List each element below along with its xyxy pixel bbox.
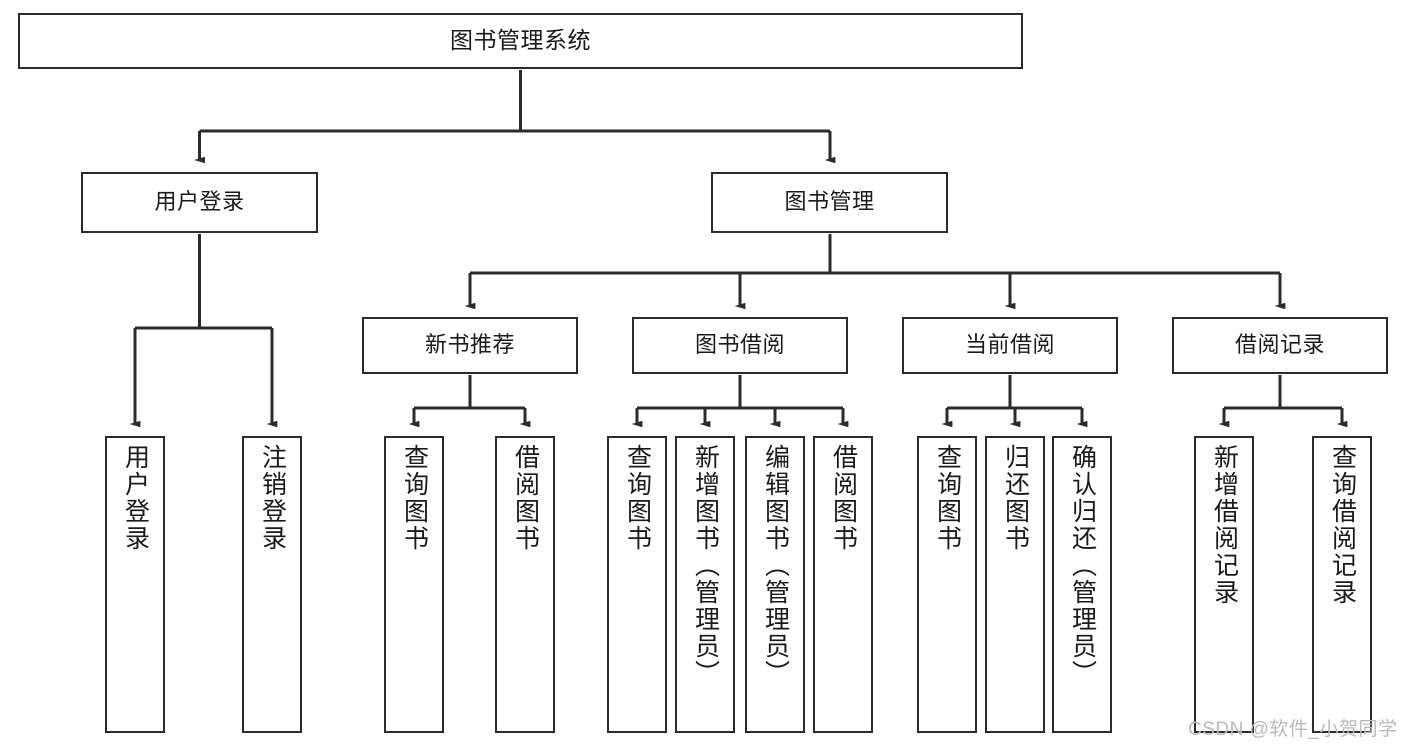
- node-label: 借阅图书: [511, 444, 540, 552]
- node-label: 查询图书: [623, 444, 652, 552]
- leaf-new-book-query-books[interactable]: 查询图书: [384, 436, 444, 733]
- node-label: 借阅图书: [829, 444, 858, 552]
- node-label: 图书借阅: [694, 332, 785, 358]
- node-current-borrowing[interactable]: 当前借阅: [902, 317, 1118, 374]
- node-label: 新增图书（管理员）: [691, 444, 720, 687]
- leaf-book-borrow-add-book-admin[interactable]: 新增图书（管理员）: [675, 436, 735, 733]
- csdn-watermark: CSDN @软件_小贺同学: [1188, 719, 1398, 740]
- node-label: 归还图书: [1001, 444, 1030, 552]
- leaf-user-login-logout[interactable]: 注销登录: [242, 436, 302, 733]
- leaf-new-book-borrow-books[interactable]: 借阅图书: [495, 436, 555, 733]
- node-borrowing-records[interactable]: 借阅记录: [1172, 317, 1388, 374]
- node-label: 查询借阅记录: [1328, 444, 1357, 606]
- leaf-book-borrow-edit-book-admin[interactable]: 编辑图书（管理员）: [745, 436, 805, 733]
- leaf-current-borrow-confirm-return-admin[interactable]: 确认归还（管理员）: [1052, 436, 1112, 733]
- node-label: 查询图书: [400, 444, 429, 552]
- node-label: 用户登录: [154, 189, 245, 215]
- node-label: 编辑图书（管理员）: [761, 444, 790, 687]
- node-book-management[interactable]: 图书管理: [711, 172, 948, 233]
- leaf-current-borrow-query-books[interactable]: 查询图书: [917, 436, 977, 733]
- leaf-book-borrow-borrow-books[interactable]: 借阅图书: [813, 436, 873, 733]
- node-label: 新书推荐: [424, 332, 515, 358]
- leaf-borrow-record-add-record[interactable]: 新增借阅记录: [1194, 436, 1254, 733]
- node-label: 新增借阅记录: [1210, 444, 1239, 606]
- node-label: 确认归还（管理员）: [1068, 444, 1097, 687]
- node-label: 图书管理: [784, 189, 875, 215]
- node-label: 当前借阅: [964, 332, 1055, 358]
- leaf-user-login-login[interactable]: 用户登录: [105, 436, 165, 733]
- leaf-current-borrow-return-books[interactable]: 归还图书: [985, 436, 1045, 733]
- leaf-borrow-record-query-record[interactable]: 查询借阅记录: [1312, 436, 1372, 733]
- node-label: 注销登录: [258, 444, 287, 552]
- node-root-book-management-system[interactable]: 图书管理系统: [18, 13, 1023, 69]
- node-label: 查询图书: [933, 444, 962, 552]
- leaf-book-borrow-query-books[interactable]: 查询图书: [607, 436, 667, 733]
- node-user-login[interactable]: 用户登录: [81, 172, 318, 233]
- node-label: 图书管理系统: [450, 27, 591, 54]
- node-book-borrowing[interactable]: 图书借阅: [632, 317, 848, 374]
- node-label: 借阅记录: [1234, 332, 1325, 358]
- node-label: 用户登录: [121, 444, 150, 552]
- node-new-book-recommendation[interactable]: 新书推荐: [362, 317, 578, 374]
